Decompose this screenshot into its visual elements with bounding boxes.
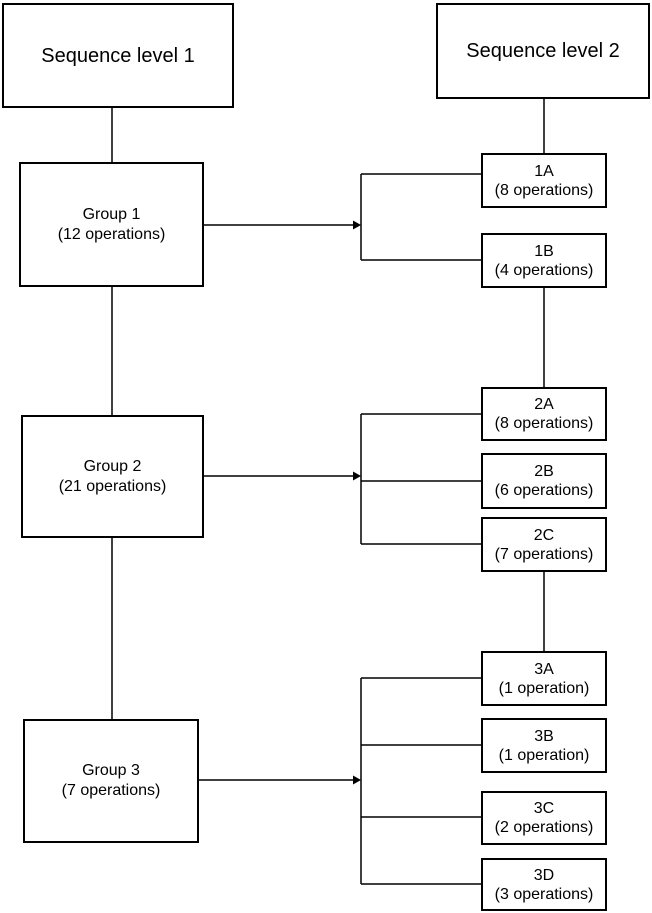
node-3d[interactable]: 3D (3 operations) bbox=[481, 858, 607, 911]
node-group-2[interactable]: Group 2 (21 operations) bbox=[21, 415, 204, 538]
header-label: Sequence level 1 bbox=[41, 44, 195, 67]
node-group-1[interactable]: Group 1 (12 operations) bbox=[19, 162, 204, 287]
node-count: (7 operations) bbox=[61, 782, 161, 799]
node-count: (2 operations) bbox=[494, 819, 594, 836]
node-count: (1 operation) bbox=[498, 746, 590, 764]
node-title: 3A bbox=[534, 660, 554, 678]
node-2c[interactable]: 2C (7 operations) bbox=[481, 517, 607, 572]
node-2a[interactable]: 2A (8 operations) bbox=[481, 387, 607, 441]
node-title: 1B bbox=[534, 242, 554, 260]
node-count: (1 operation) bbox=[498, 679, 590, 697]
node-title: Group 3 bbox=[82, 762, 140, 779]
node-group-3[interactable]: Group 3 (7 operations) bbox=[23, 719, 199, 843]
node-title: 3C bbox=[533, 800, 555, 817]
arrowhead-group3-icon bbox=[353, 775, 361, 785]
node-title: 1A bbox=[534, 162, 554, 180]
node-count: (6 operations) bbox=[494, 482, 594, 499]
node-count: (12 operations) bbox=[57, 225, 166, 243]
header-label: Sequence level 2 bbox=[466, 40, 620, 62]
node-count: (3 operations) bbox=[494, 885, 594, 903]
node-title: 2B bbox=[534, 463, 554, 480]
node-3c[interactable]: 3C (2 operations) bbox=[481, 791, 607, 845]
node-title: Group 2 bbox=[83, 457, 142, 475]
node-3b[interactable]: 3B (1 operation) bbox=[481, 718, 607, 773]
node-sequence-level-1[interactable]: Sequence level 1 bbox=[2, 3, 234, 108]
node-title: Group 1 bbox=[82, 205, 141, 223]
node-count: (8 operations) bbox=[494, 181, 594, 199]
node-count: (7 operations) bbox=[494, 545, 594, 563]
arrowhead-group1-icon bbox=[353, 220, 361, 230]
node-count: (21 operations) bbox=[58, 477, 167, 495]
arrowhead-group2-icon bbox=[353, 471, 361, 481]
node-title: 3B bbox=[534, 727, 554, 745]
node-count: (8 operations) bbox=[494, 415, 594, 432]
node-3a[interactable]: 3A (1 operation) bbox=[481, 651, 607, 706]
node-2b[interactable]: 2B (6 operations) bbox=[481, 453, 607, 509]
node-count: (4 operations) bbox=[494, 261, 594, 279]
node-1a[interactable]: 1A (8 operations) bbox=[481, 153, 607, 208]
node-1b[interactable]: 1B (4 operations) bbox=[481, 233, 607, 288]
node-sequence-level-2[interactable]: Sequence level 2 bbox=[436, 3, 650, 99]
node-title: 2C bbox=[533, 526, 555, 544]
node-title: 2A bbox=[534, 396, 554, 413]
node-title: 3D bbox=[533, 866, 555, 884]
